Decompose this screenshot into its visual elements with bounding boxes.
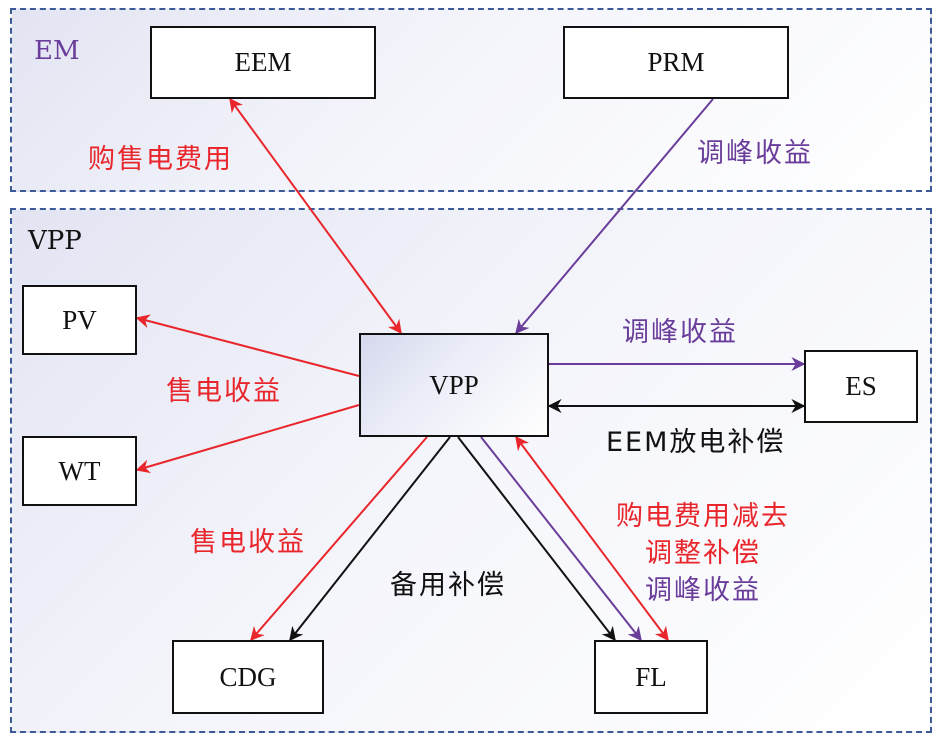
vpp-cdg-sale-label: 售电收益 [190, 527, 306, 558]
vpp-fl-label-line1: 购电费用减去 [616, 501, 790, 532]
es-node: ES [804, 350, 918, 423]
pv-node: PV [22, 285, 137, 355]
eem-vpp-arrow [229, 97, 402, 335]
vpp-fl-label-line2: 调整补偿 [645, 538, 761, 569]
vpp-cdg-reserve-arrow [289, 436, 451, 642]
vpp-pv-arrow [135, 314, 360, 377]
vpp-cdg-reserve-label: 备用补偿 [390, 570, 506, 601]
vpp-fl-peak-arrow [480, 436, 642, 642]
vpp-es-peak-label: 调峰收益 [622, 317, 738, 348]
fl-node: FL [594, 640, 708, 714]
vpp-es-eem-label: EEM放电补偿 [606, 427, 786, 458]
wt-node: WT [22, 436, 137, 506]
vpp-region-label: VPP [28, 226, 82, 256]
em-region-label: EM [34, 36, 80, 66]
prm-vpp-arrow [515, 98, 714, 335]
prm-vpp-label: 调峰收益 [697, 138, 813, 169]
cdg-node: CDG [172, 640, 324, 714]
vpp-region [10, 208, 932, 733]
vpp-fl-label-line3: 调峰收益 [645, 575, 761, 606]
vpp-cdg-sale-arrow [250, 436, 428, 642]
eem-node: EEM [150, 26, 376, 99]
vpp-wt-arrow [135, 404, 360, 474]
vpp-fl-cost-arrow [515, 435, 669, 642]
eem-vpp-label: 购售电费用 [88, 144, 233, 175]
prm-node: PRM [563, 26, 789, 99]
vpp-pv-wt-label: 售电收益 [166, 376, 282, 407]
vpp-node: VPP [359, 333, 549, 437]
